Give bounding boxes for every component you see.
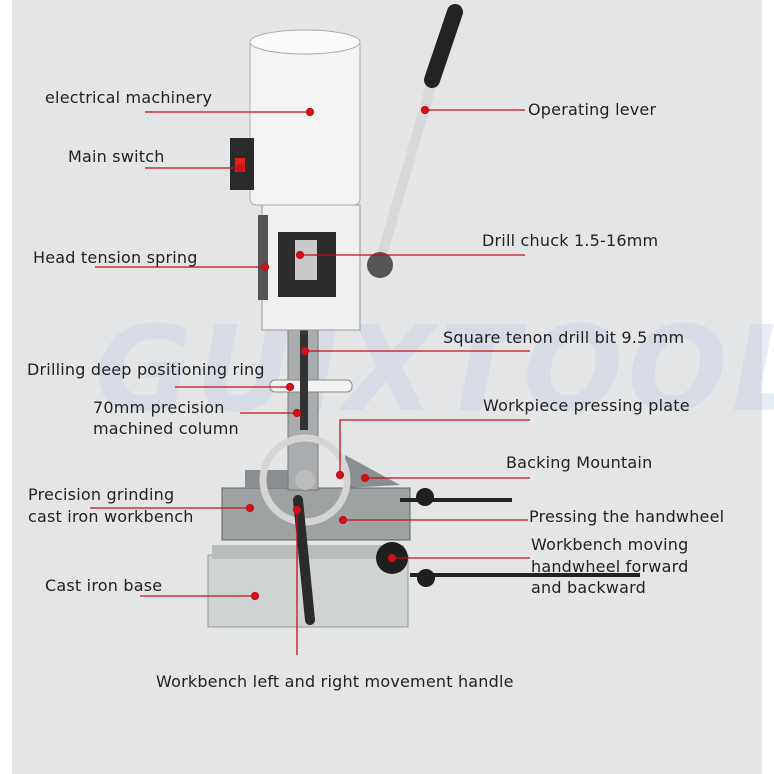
label-base: Cast iron base bbox=[45, 576, 163, 595]
leader-operating-lever bbox=[420, 105, 525, 115]
label-drill-chuck: Drill chuck 1.5-16mm bbox=[482, 231, 659, 250]
label-moving-1: Workbench moving bbox=[531, 535, 689, 554]
label-backing: Backing Mountain bbox=[506, 453, 653, 472]
label-workbench-1: Precision grinding bbox=[28, 485, 175, 504]
leader-electrical-machinery bbox=[145, 107, 315, 117]
leader-lr-handle bbox=[292, 505, 302, 655]
label-pressing-plate: Workpiece pressing plate bbox=[483, 396, 690, 415]
watermark-logo: GUIXTOOL bbox=[95, 300, 774, 438]
label-electrical-machinery: electrical machinery bbox=[45, 88, 213, 107]
label-workbench-2: cast iron workbench bbox=[28, 507, 194, 526]
label-drill-bit: Square tenon drill bit 9.5 mm bbox=[443, 328, 685, 347]
label-pressing-handwheel: Pressing the handwheel bbox=[529, 507, 725, 526]
background bbox=[12, 0, 762, 774]
leader-column bbox=[240, 408, 302, 418]
leader-drill-bit bbox=[300, 346, 530, 356]
label-moving-3: and backward bbox=[531, 578, 646, 597]
label-column-2: machined column bbox=[93, 419, 239, 438]
lr-handle bbox=[293, 495, 315, 625]
backing-mountain bbox=[345, 455, 400, 488]
leader-pressing-plate bbox=[335, 419, 530, 480]
label-head-tension-spring: Head tension spring bbox=[33, 248, 198, 267]
leader-pressing-handwheel bbox=[338, 515, 528, 525]
leader-moving-handwheel bbox=[387, 553, 530, 563]
leader-drill-chuck bbox=[295, 250, 525, 260]
leader-workbench bbox=[90, 503, 255, 513]
leader-backing bbox=[360, 473, 530, 483]
label-drilling-ring: Drilling deep positioning ring bbox=[27, 360, 265, 379]
label-main-switch: Main switch bbox=[68, 147, 165, 166]
leader-drilling-ring bbox=[175, 382, 295, 392]
leader-base bbox=[140, 591, 260, 601]
label-operating-lever: Operating lever bbox=[528, 100, 657, 119]
leader-main-switch bbox=[145, 163, 245, 173]
label-moving-2: handwheel forward bbox=[531, 557, 689, 576]
leader-head-tension-spring bbox=[95, 262, 270, 272]
label-lr-handle: Workbench left and right movement handle bbox=[156, 672, 514, 691]
label-column-1: 70mm precision bbox=[93, 398, 225, 417]
